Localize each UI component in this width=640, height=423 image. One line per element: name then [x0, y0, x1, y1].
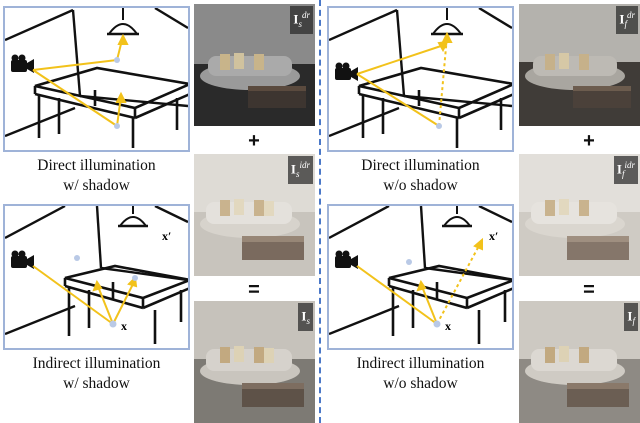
plus-operator: + — [248, 130, 260, 152]
table — [387, 264, 512, 344]
tag-direct: Ifdr — [616, 6, 638, 34]
caption-indirect-shadow: Indirect illumination w/ shadow — [3, 354, 190, 394]
equals-operator: = — [583, 279, 595, 301]
diagram-direct-no-shadow — [327, 6, 514, 152]
table — [63, 264, 188, 344]
caption-line-1: Indirect illumination — [356, 355, 485, 372]
surface-point — [114, 57, 120, 63]
surface-point — [436, 123, 442, 129]
caption-line-1: Direct illumination — [361, 157, 480, 174]
caption-direct-shadow: Direct illumination w/ shadow — [3, 156, 190, 196]
plus-operator: + — [583, 130, 595, 152]
lamp-icon — [431, 8, 463, 36]
diagram-indirect-no-shadow: x x′ — [327, 204, 514, 350]
section-divider — [319, 0, 321, 423]
surface-point — [114, 123, 120, 129]
room-scene — [5, 8, 188, 148]
table — [357, 66, 512, 148]
lamp-icon — [118, 206, 148, 228]
lamp-icon — [442, 206, 472, 228]
caption-line-2: w/ shadow — [63, 177, 130, 194]
render-direct-no-shadow: Ifdr — [519, 4, 640, 126]
light-rays — [356, 237, 483, 325]
render-direct-shadow: Isdr — [194, 4, 315, 126]
room-scene — [329, 8, 512, 148]
caption-line-1: Indirect illumination — [32, 355, 161, 372]
surface-point — [132, 275, 138, 281]
diagram-direct-shadow — [3, 6, 190, 152]
room-scene: x x′ — [5, 206, 188, 344]
tag-indirect: Ifidr — [613, 156, 638, 184]
point-x-prime-label: x′ — [162, 229, 171, 243]
diagram-indirect-shadow: x x′ — [3, 204, 190, 350]
surface-point — [74, 255, 80, 261]
caption-line-2: w/o shadow — [383, 177, 458, 194]
point-x-label: x — [445, 319, 451, 333]
room-scene: x x′ — [329, 206, 512, 344]
render-result-shadow: Is — [194, 301, 315, 423]
caption-line-1: Direct illumination — [37, 157, 156, 174]
render-indirect-shadow: Isidr — [194, 154, 315, 276]
shading-point — [433, 320, 441, 328]
light-rays — [32, 33, 129, 127]
light-rays — [32, 265, 138, 325]
shading-point — [109, 320, 117, 328]
lamp-icon — [107, 8, 139, 36]
camera-icon — [335, 250, 358, 269]
camera-icon — [335, 62, 358, 81]
point-x-prime-label: x′ — [489, 229, 498, 243]
camera-icon — [11, 54, 34, 73]
tag-direct: Isdr — [290, 6, 313, 34]
table — [33, 66, 188, 148]
render-indirect-no-shadow: Ifidr — [519, 154, 640, 276]
tag-indirect: Isidr — [287, 156, 313, 184]
tag-result: Is — [298, 303, 313, 331]
render-result-no-shadow: If — [519, 301, 640, 423]
light-rays — [356, 31, 453, 127]
caption-indirect-no-shadow: Indirect illumination w/o shadow — [327, 354, 514, 394]
surface-point — [406, 259, 412, 265]
tag-result: If — [624, 303, 638, 331]
caption-line-2: w/ shadow — [63, 375, 130, 392]
camera-icon — [11, 250, 34, 269]
caption-line-2: w/o shadow — [383, 375, 458, 392]
caption-direct-no-shadow: Direct illumination w/o shadow — [327, 156, 514, 196]
point-x-label: x — [121, 319, 127, 333]
equals-operator: = — [248, 279, 260, 301]
